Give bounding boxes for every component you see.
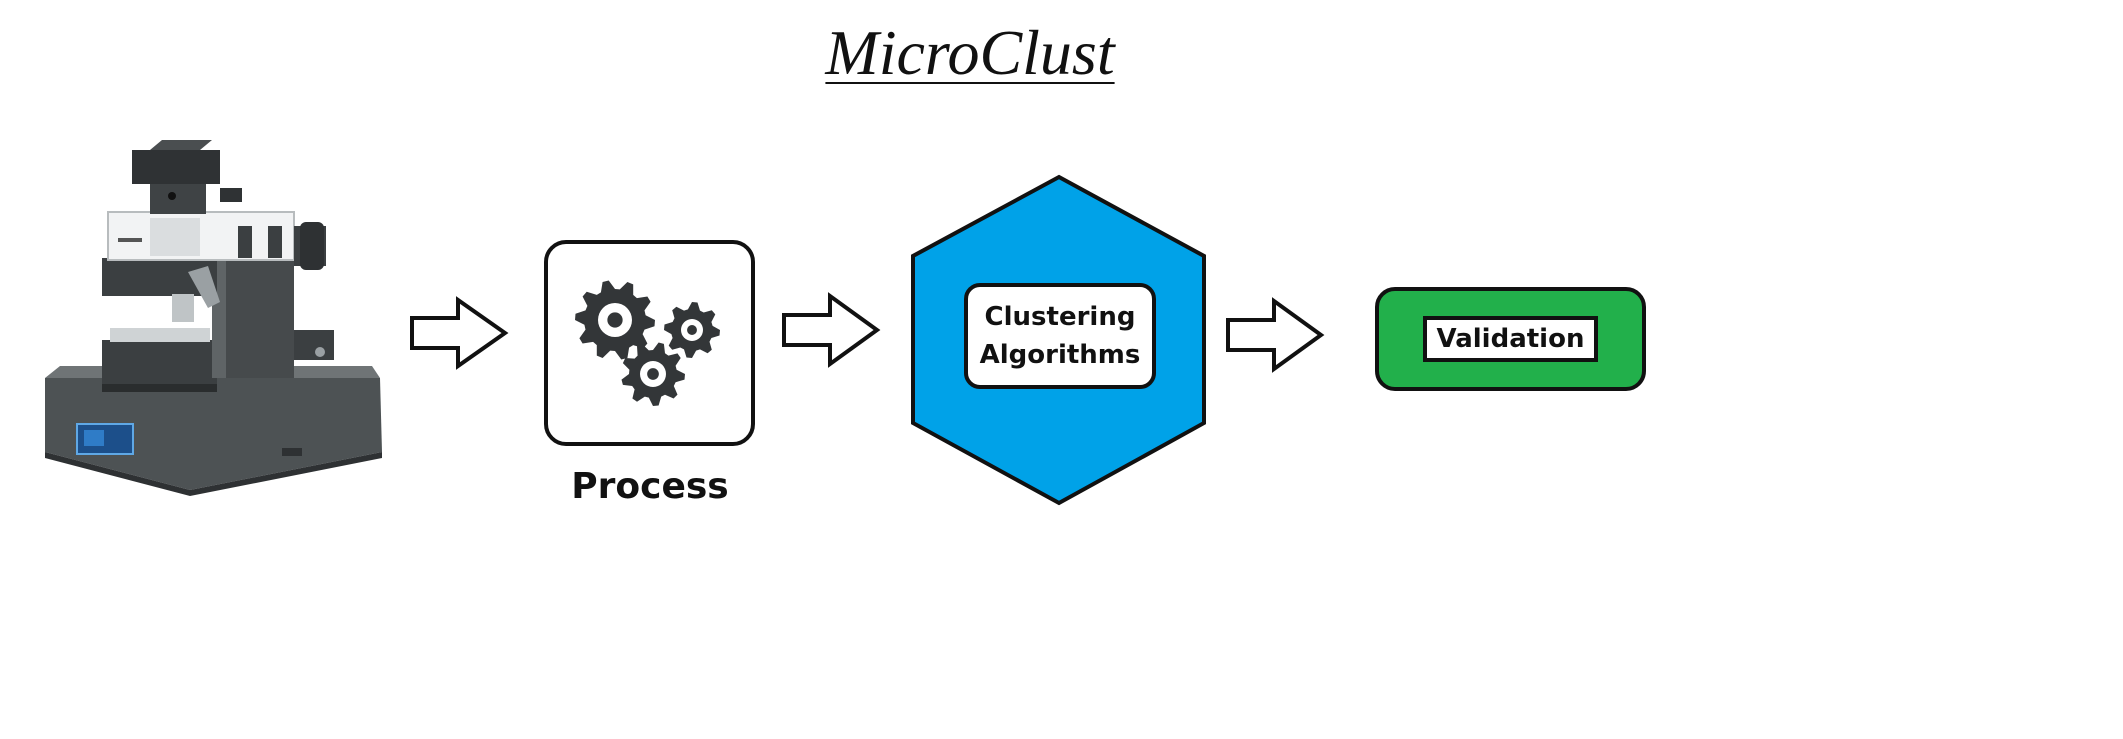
gear-hub (647, 368, 659, 380)
process-box (544, 240, 755, 446)
clustering-box: Clustering Algorithms (964, 283, 1156, 389)
flow-arrow-3 (1226, 297, 1325, 373)
microscope-icon (45, 140, 382, 496)
flow-arrow-1 (410, 296, 509, 370)
clustering-label-line-2: Algorithms (979, 340, 1141, 370)
validation-box: Validation (1375, 287, 1646, 391)
gear-hub (687, 325, 697, 335)
process-label: Process (571, 466, 729, 507)
validation-label: Validation (1422, 316, 1599, 362)
gear-hub (607, 312, 623, 328)
gears-icon (575, 280, 720, 406)
diagram-title: MicroClust (825, 17, 1115, 88)
flow-arrow-2 (782, 292, 881, 368)
clustering-label-line-1: Clustering (984, 302, 1136, 332)
